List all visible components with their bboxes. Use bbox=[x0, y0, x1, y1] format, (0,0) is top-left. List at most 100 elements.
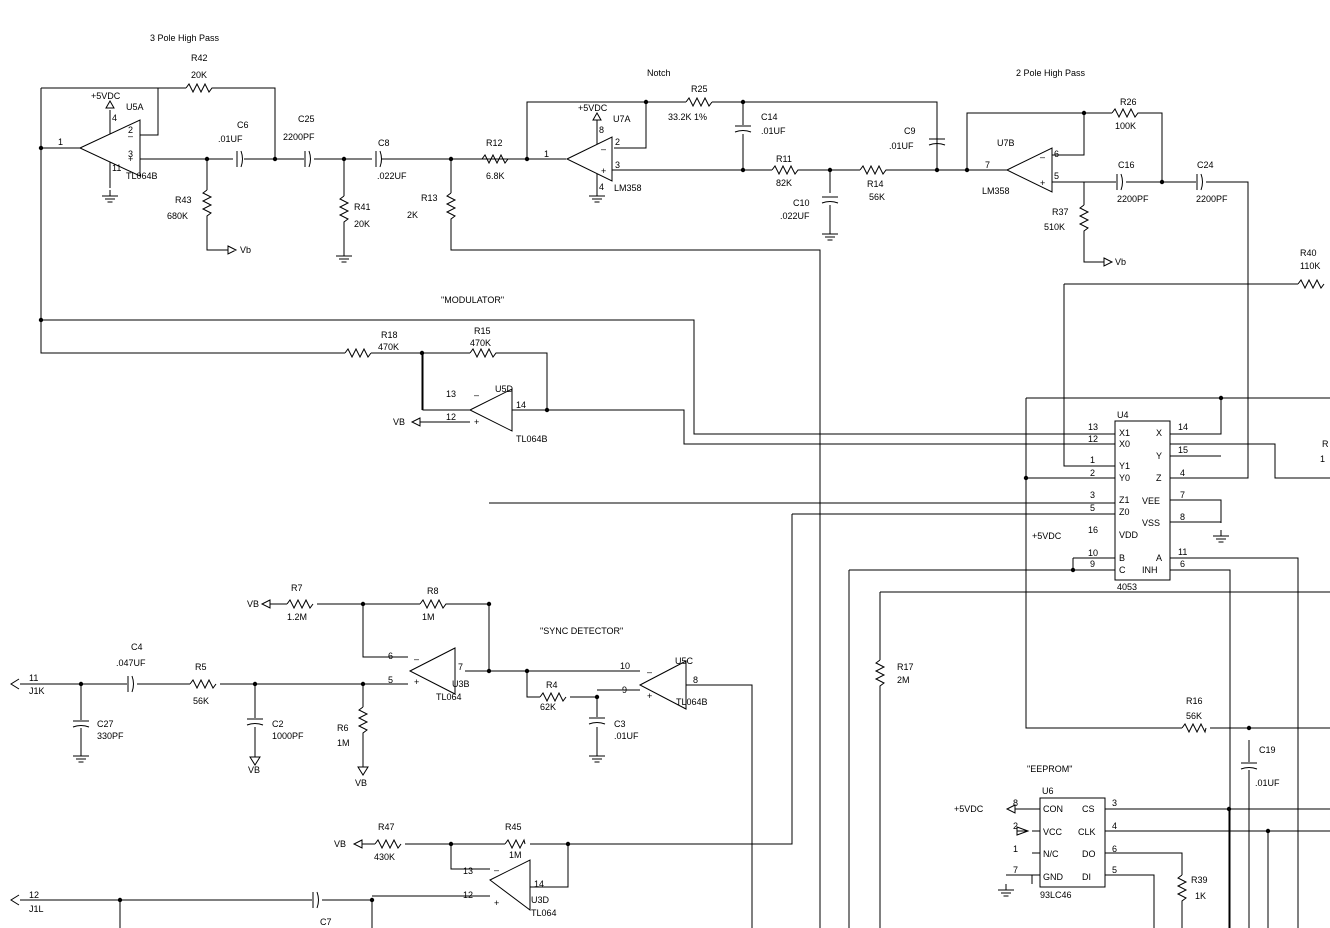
u4-pin-num: 2 bbox=[1090, 468, 1095, 478]
u4-pin-num: 15 bbox=[1178, 445, 1188, 455]
u6-pin-name: CON bbox=[1043, 804, 1063, 814]
u4-vdd-net: +5VDC bbox=[1032, 531, 1062, 541]
u4-pin-name: Z0 bbox=[1119, 507, 1130, 517]
u4-pin-name: X bbox=[1156, 428, 1162, 438]
pin-num: 8 bbox=[599, 125, 604, 135]
res-ref: R40 bbox=[1300, 248, 1317, 258]
opamp-ref: U7B bbox=[997, 138, 1015, 148]
pin-num: 2 bbox=[128, 125, 133, 135]
u4-pin-num: 16 bbox=[1088, 525, 1098, 535]
res-ref: R14 bbox=[867, 179, 884, 189]
connector-ref: J1K bbox=[29, 686, 45, 696]
cap-val: 2200PF bbox=[283, 132, 315, 142]
svg-text:–: – bbox=[601, 144, 606, 154]
svg-text:+: + bbox=[647, 691, 652, 701]
res-val: 430K bbox=[374, 852, 395, 862]
net-vb: VB bbox=[355, 778, 367, 788]
u4-pin-num: 5 bbox=[1090, 503, 1095, 513]
cap-val: 1000PF bbox=[272, 731, 304, 741]
net-vb: VB bbox=[334, 839, 346, 849]
cap-ref: C16 bbox=[1118, 160, 1135, 170]
net-vb: VB bbox=[393, 417, 405, 427]
u4-pin-name: VDD bbox=[1119, 530, 1139, 540]
wires bbox=[20, 87, 1330, 928]
pin-num: 13 bbox=[463, 866, 473, 876]
u4-pin-num: 9 bbox=[1090, 559, 1095, 569]
u4-pin-name: Y0 bbox=[1119, 473, 1130, 483]
res-val: 100K bbox=[1115, 121, 1136, 131]
res-ref: R12 bbox=[486, 138, 503, 148]
connector-pin: 11 bbox=[29, 673, 38, 683]
svg-text:–: – bbox=[128, 131, 133, 141]
pin-num: 3 bbox=[615, 160, 620, 170]
cap-val: 2200PF bbox=[1117, 194, 1149, 204]
resistors bbox=[185, 82, 1325, 906]
res-val: 1.2M bbox=[287, 612, 307, 622]
u4-pin-name: B bbox=[1119, 553, 1125, 563]
cap-val: .01UF bbox=[218, 134, 243, 144]
cap-ref: C3 bbox=[614, 719, 626, 729]
cap-ref: C14 bbox=[761, 112, 778, 122]
u4-ref: U4 bbox=[1117, 410, 1129, 420]
cap-val: .022UF bbox=[377, 171, 407, 181]
u4-pin-name: INH bbox=[1142, 565, 1158, 575]
pin-num: 14 bbox=[534, 879, 544, 889]
u6-pin-num: 1 bbox=[1013, 844, 1018, 854]
net-vb: VB bbox=[247, 599, 259, 609]
section-titles: 3 Pole High Pass Notch 2 Pole High Pass … bbox=[150, 33, 1086, 774]
u6-ref: U6 bbox=[1042, 786, 1054, 796]
u4-pin-name: VSS bbox=[1142, 518, 1160, 528]
opamp-ref: U7A bbox=[613, 114, 631, 124]
opamp-ref: U5A bbox=[126, 102, 144, 112]
res-val: 82K bbox=[776, 178, 792, 188]
opamp-part: TL064B bbox=[126, 171, 158, 181]
net-vb: Vb bbox=[1115, 257, 1126, 267]
grounds bbox=[72, 189, 1230, 897]
cap-ref: C2 bbox=[272, 719, 284, 729]
pin-num: 3 bbox=[128, 149, 133, 159]
section-3-pole-high-pass: 3 Pole High Pass bbox=[150, 33, 220, 43]
res-ref: R26 bbox=[1120, 97, 1137, 107]
res-ref: R11 bbox=[776, 154, 792, 164]
svg-text:+: + bbox=[601, 166, 606, 176]
cap-ref: C6 bbox=[237, 120, 249, 130]
res-ref: R17 bbox=[897, 662, 914, 672]
opamp-part: LM358 bbox=[614, 183, 642, 193]
cap-val: .01UF bbox=[1255, 778, 1280, 788]
res-ref: R7 bbox=[291, 583, 303, 593]
u4-pin-num: 8 bbox=[1180, 512, 1185, 522]
cap-val: .022UF bbox=[780, 211, 810, 221]
u4-pin-num: 13 bbox=[1088, 422, 1098, 432]
res-val: 1M bbox=[509, 850, 522, 860]
cap-ref: C27 bbox=[97, 719, 114, 729]
res-val: 1M bbox=[337, 738, 350, 748]
pin-num: 6 bbox=[388, 651, 393, 661]
opamp-power: +5VDC bbox=[578, 103, 608, 113]
pin-num: 1 bbox=[544, 149, 549, 159]
cap-val: .047UF bbox=[116, 658, 146, 668]
pin-num: 12 bbox=[463, 890, 473, 900]
res-ref: R16 bbox=[1186, 696, 1203, 706]
junctions bbox=[38, 99, 1271, 903]
res-val: 20K bbox=[354, 219, 370, 229]
u6-pin-name: CLK bbox=[1078, 827, 1096, 837]
res-val: 470K bbox=[378, 342, 399, 352]
svg-text:–: – bbox=[1040, 152, 1045, 162]
u4-pin-name: X0 bbox=[1119, 439, 1130, 449]
svg-text:–: – bbox=[494, 865, 499, 875]
pin-num: 2 bbox=[615, 137, 620, 147]
opamp-ref: U3B bbox=[452, 679, 470, 689]
pin-num: 8 bbox=[693, 675, 698, 685]
cap-ref: C7 bbox=[320, 917, 332, 927]
u4-pin-name: A bbox=[1156, 553, 1162, 563]
u4-pin-name: C bbox=[1119, 565, 1126, 575]
pin-num: 5 bbox=[1054, 171, 1059, 181]
connector-ref: J1L bbox=[29, 904, 44, 914]
res-val: 6.8K bbox=[486, 171, 505, 181]
section-modulator: "MODULATOR" bbox=[441, 295, 504, 305]
pin-num: 10 bbox=[620, 661, 630, 671]
pin-num: 4 bbox=[599, 182, 604, 192]
